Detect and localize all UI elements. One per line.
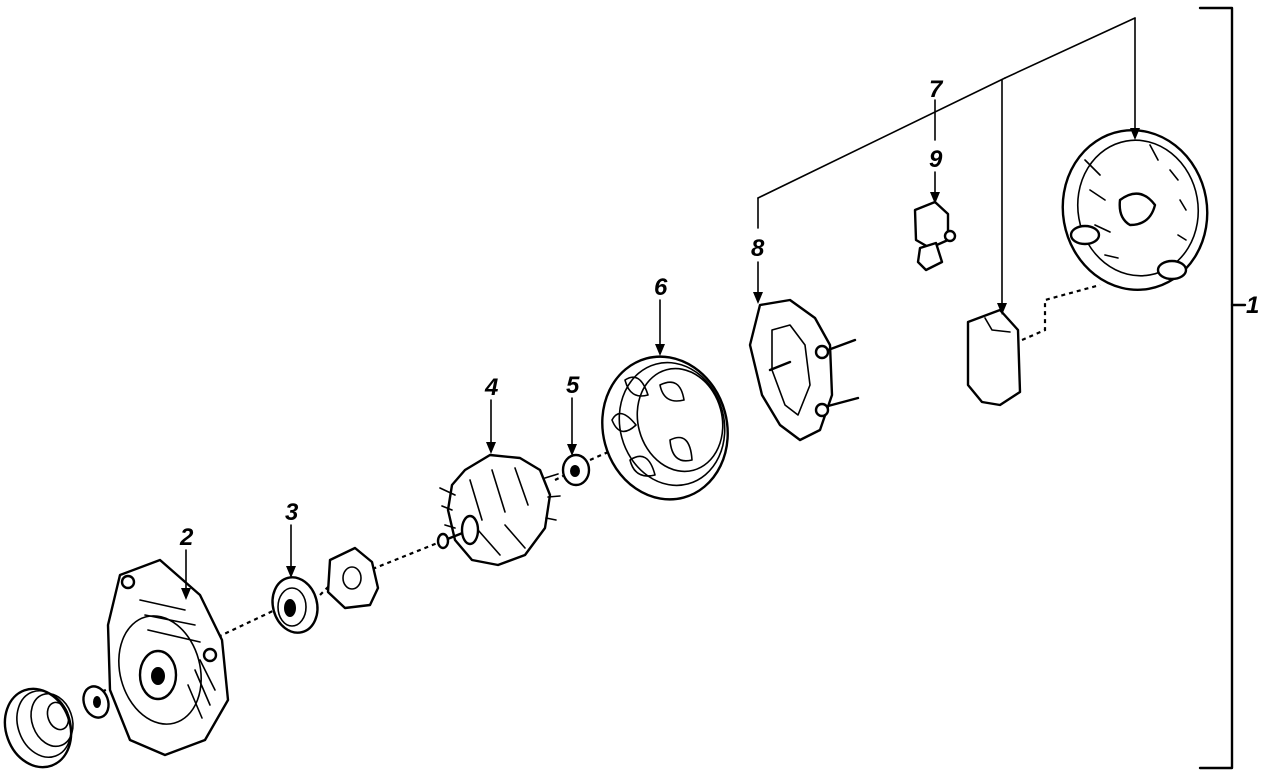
brush-holder [913,200,957,272]
callout-9: 9 [929,146,943,173]
callout-7: 7 [929,76,944,103]
rotor [436,453,561,567]
callout-arrows [181,99,1140,600]
callout-6: 6 [654,274,668,301]
callout-8: 8 [751,235,765,262]
callout-4: 4 [484,374,498,401]
pulley [3,687,74,769]
rectifier-plate [748,298,860,442]
callout-2: 2 [179,524,194,551]
voltage-regulator [966,308,1022,407]
leader-lines [757,17,1136,311]
stator [601,355,729,501]
bearing-retainer-plate [326,546,380,610]
callout-5: 5 [566,372,580,399]
pulley-nut [82,685,110,719]
front-bearing [271,576,319,634]
callout-1: 1 [1246,292,1259,319]
callout-3: 3 [285,499,299,526]
assembly-axis [94,283,1101,696]
rear-bearing [561,453,591,487]
assembly-bracket [1198,6,1247,770]
drive-end-housing [106,558,230,757]
rear-housing [1061,129,1209,291]
